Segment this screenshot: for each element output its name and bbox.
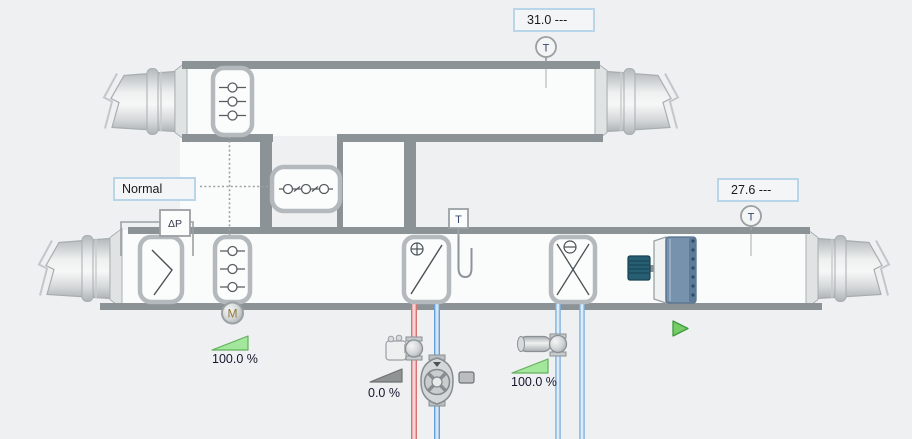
delta-p-icon: ΔP <box>168 218 182 230</box>
right-vertical-leg <box>343 136 404 228</box>
exhaust-air-temp-sensor[interactable]: T <box>535 36 557 88</box>
t-sensor-icon: T <box>748 212 755 224</box>
top-duct-bottom-wall-left <box>182 134 273 142</box>
pump-direction-icon <box>433 362 441 367</box>
exhaust-air-temp-value[interactable]: 31.0 --- <box>513 8 595 32</box>
exhaust-air-damper[interactable] <box>210 65 255 138</box>
cooling-valve[interactable] <box>517 333 568 357</box>
cooling-pipes <box>555 302 585 439</box>
damper-blades <box>279 183 333 195</box>
fan-drum-dots <box>691 239 695 297</box>
recirculation-damper[interactable] <box>269 164 343 214</box>
damper-control-links <box>200 132 271 236</box>
damper-blades <box>219 82 246 121</box>
cooling-valve-position-readout: 100.0 % <box>511 375 557 389</box>
motor-icon: M <box>228 307 238 321</box>
flex-connector-bottom-left <box>38 227 123 310</box>
heating-valve-position-readout: 0.0 % <box>368 386 400 400</box>
damper-blades <box>220 245 245 293</box>
differential-pressure-sensor[interactable]: ΔP <box>120 209 194 256</box>
pump-impeller-icon <box>431 376 443 388</box>
supply-air-temp-sensor[interactable]: T <box>740 205 762 256</box>
bottom-duct-bottom-wall <box>100 303 822 310</box>
bottom-duct-top-wall <box>128 227 810 234</box>
damper-motor-actuator[interactable]: M <box>221 301 244 325</box>
cooling-minus-icon <box>563 240 577 254</box>
supply-air-temp-value[interactable]: 27.6 --- <box>717 178 799 202</box>
cooling-coil[interactable] <box>548 234 598 305</box>
damper-mode-value[interactable]: Normal <box>113 177 196 201</box>
left-leg-right-wall <box>260 136 272 231</box>
flex-connector-top-right <box>594 60 679 143</box>
top-duct-bottom-wall-right <box>337 134 603 142</box>
top-duct-top-wall <box>182 61 600 69</box>
damper-position-readout: 100.0 % <box>212 352 258 366</box>
heating-plus-icon <box>410 242 424 256</box>
flex-connector-top-left <box>103 60 188 143</box>
duct-temp-probe[interactable]: T <box>448 208 473 279</box>
fan-motor-ribs <box>629 260 649 274</box>
heating-pump[interactable] <box>420 354 454 407</box>
filter-chevron-icon <box>151 249 173 296</box>
heating-coil[interactable] <box>401 234 452 305</box>
air-filter[interactable] <box>137 234 185 305</box>
heating-valve-wedge-icon <box>369 368 403 383</box>
cooling-valve-wedge-icon <box>511 358 549 374</box>
pump-status-button[interactable] <box>458 371 475 384</box>
right-leg-right-wall <box>404 136 416 231</box>
outside-air-damper[interactable] <box>212 234 253 305</box>
flex-connector-bottom-right <box>805 227 890 310</box>
top-duct-interior <box>187 66 595 136</box>
t-sensor-icon: T <box>455 214 462 226</box>
supply-fan[interactable] <box>627 236 697 304</box>
fan-running-icon <box>672 320 689 337</box>
damper-position-wedge-icon <box>211 335 249 351</box>
t-sensor-icon: T <box>543 43 550 55</box>
heating-valve[interactable] <box>385 334 424 361</box>
fan-motor-icon <box>627 255 651 281</box>
